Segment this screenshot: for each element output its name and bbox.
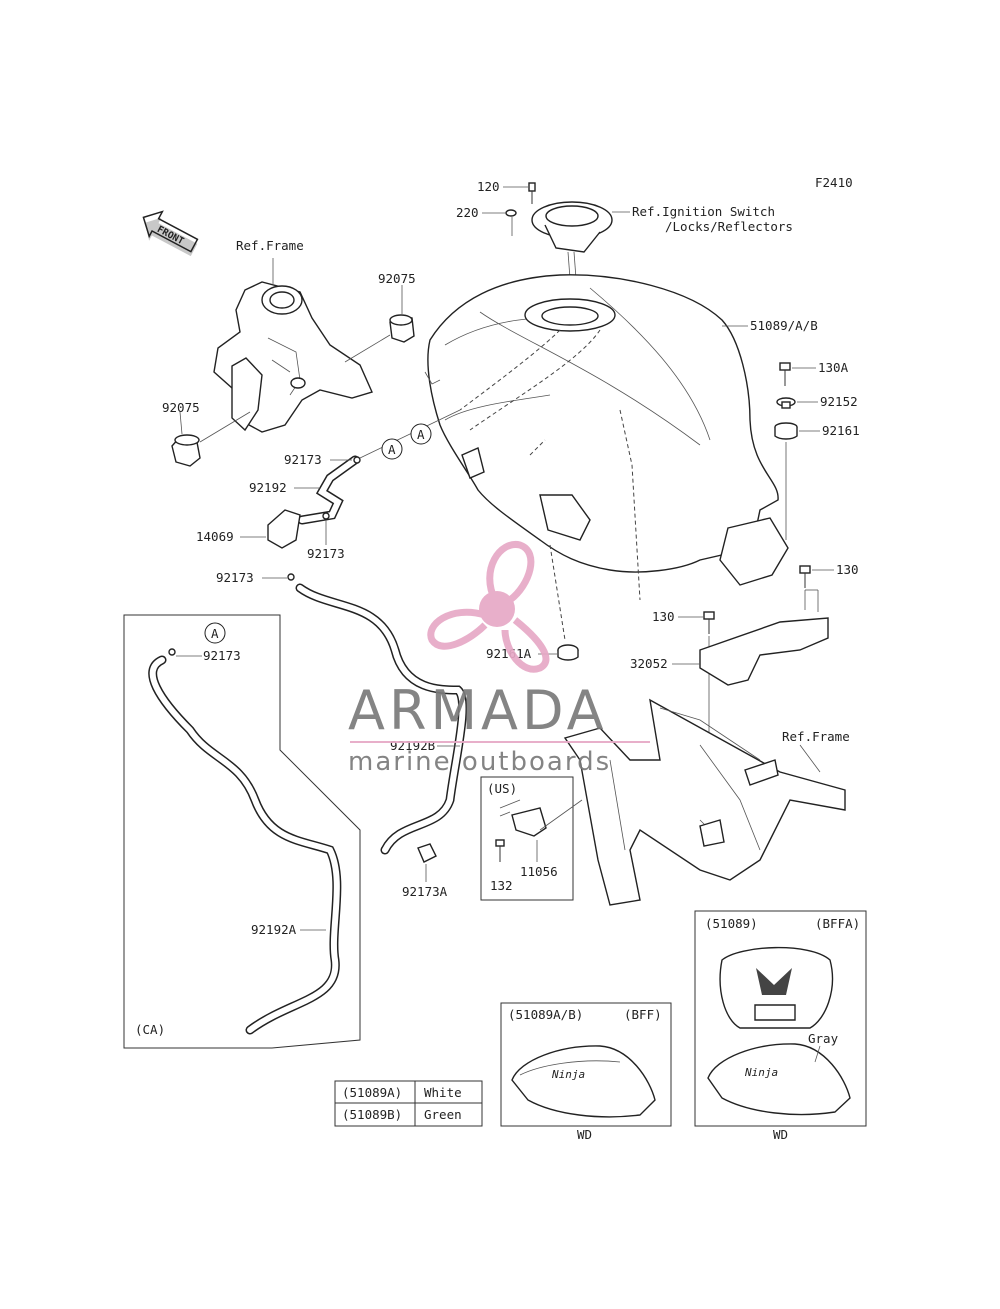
bolt-130-right: 130	[799, 562, 859, 612]
color-name-a: White	[424, 1085, 462, 1100]
label-92173-ca: 92173	[203, 648, 241, 663]
bff-variant-box: (51089A/B) (BFF) Ninja WD	[500, 1002, 672, 1142]
svg-text:A: A	[211, 626, 219, 641]
marker-a-2: A	[410, 423, 432, 445]
label-92173A: 92173A	[402, 884, 448, 899]
clamps-92173: 92173 92173 92173	[216, 452, 361, 585]
svg-text:A: A	[417, 427, 425, 442]
bffa-tag-label: (BFFA)	[815, 916, 860, 931]
clamp-92173A: 92173A	[402, 843, 448, 899]
bff-wd-label: WD	[577, 1127, 592, 1142]
damper-92075-upper: 92075	[344, 271, 416, 363]
valve-14069: 14069	[196, 509, 301, 549]
screw-220: 220	[456, 205, 517, 236]
label-11056: 11056	[520, 864, 558, 879]
label-92075-lower: 92075	[162, 400, 200, 415]
propeller-logo-icon	[427, 541, 550, 673]
us-label: (US)	[487, 781, 517, 796]
color-code-b: (51089B)	[342, 1107, 402, 1122]
marker-a-3: A	[204, 622, 226, 644]
ref-ignition-line2: /Locks/Reflectors	[665, 219, 793, 234]
bolt-130A: 130A	[779, 360, 849, 386]
fuel-tank: 51089/A/B	[424, 274, 818, 641]
label-92161: 92161	[822, 423, 860, 438]
us-variant-box: (US) 132 11056	[480, 776, 583, 901]
svg-text:A: A	[388, 442, 396, 457]
bff-tank-logo: Ninja	[551, 1068, 585, 1081]
bff-tag-label: (BFF)	[624, 1007, 662, 1022]
label-130-left: 130	[652, 609, 675, 624]
label-120: 120	[477, 179, 500, 194]
color-table: (51089A) White (51089B) Green	[334, 1080, 483, 1127]
label-220: 220	[456, 205, 479, 220]
label-92192: 92192	[249, 480, 287, 495]
watermark-brand: ARMADA	[348, 679, 608, 742]
color-name-b: Green	[424, 1107, 462, 1122]
grommet-92161: 92161	[774, 422, 860, 540]
diagram-code: F2410	[815, 175, 853, 190]
color-code-a: (51089A)	[342, 1085, 402, 1100]
label-92075-upper: 92075	[378, 271, 416, 286]
label-130A: 130A	[818, 360, 849, 375]
label-92173-top: 92173	[284, 452, 322, 467]
ca-variant-box: (CA) A 92173 92192A	[123, 614, 361, 1049]
label-51089: 51089/A/B	[750, 318, 818, 333]
damper-92075-lower: 92075	[162, 400, 251, 467]
bffa-wd-label: WD	[773, 1127, 788, 1142]
bolt-120: 120	[477, 179, 536, 204]
label-92152: 92152	[820, 394, 858, 409]
bracket-32052: 32052	[630, 617, 829, 686]
ref-frame-right-label: Ref.Frame	[782, 729, 850, 744]
label-14069: 14069	[196, 529, 234, 544]
bffa-variant-box: (51089) (BFFA) Ninja Gray WD	[694, 910, 867, 1142]
grommet-92161A: 92161A	[486, 644, 579, 661]
frame-rear-section: Ref.Frame	[563, 698, 850, 906]
label-92192A: 92192A	[251, 922, 297, 937]
bffa-code-label: (51089)	[705, 916, 758, 931]
ref-frame-top-label: Ref.Frame	[236, 238, 304, 253]
gray-label: Gray	[808, 1031, 839, 1046]
fuel-cap-assembly: Ref.Ignition Switch /Locks/Reflectors	[531, 201, 793, 306]
marker-a-1: A	[381, 438, 403, 460]
frame-front-section: Ref.Frame	[213, 238, 373, 433]
armada-watermark: ARMADA marine outboards	[348, 541, 650, 777]
bffa-tank-logo: Ninja	[744, 1066, 778, 1079]
collar-92152: 92152	[776, 394, 858, 409]
watermark-tagline: marine outboards	[348, 747, 611, 777]
label-132: 132	[490, 878, 513, 893]
label-92173-mid: 92173	[307, 546, 345, 561]
label-92173-left: 92173	[216, 570, 254, 585]
ca-label: (CA)	[135, 1022, 165, 1037]
front-arrow-icon: FRONT	[142, 210, 199, 257]
label-32052: 32052	[630, 656, 668, 671]
bff-code-label: (51089A/B)	[508, 1007, 583, 1022]
label-130-right: 130	[836, 562, 859, 577]
ref-ignition-line1: Ref.Ignition Switch	[632, 204, 775, 219]
